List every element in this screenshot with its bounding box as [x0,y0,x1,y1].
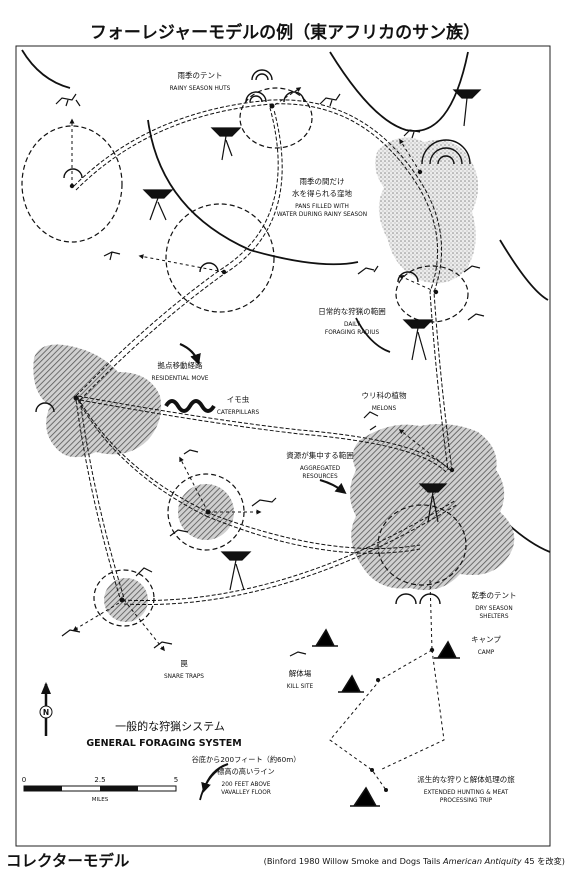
camp-points [69,103,455,792]
label-melons-ja: ウリ科の植物 [362,390,407,400]
label-melons-en: MELONS [372,406,397,412]
label-daily-en-2: FORAGING RADIUS [325,330,380,336]
label-extended-en-1: EXTENDED HUNTING & MEAT [424,790,509,796]
label-extended-en-2: PROCESSING TRIP [440,798,493,804]
arrow-contour [201,763,229,793]
label-residential-en: RESIDENTIAL MOVE [152,376,209,382]
residential-moves [73,99,459,606]
label-rainy-ja: 雨季のテント [178,70,223,80]
label-snare-ja: 罠 [180,659,188,668]
system-title-en: GENERAL FORAGING SYSTEM [86,738,241,749]
scale-unit: MILES [92,797,109,803]
label-camp-en: CAMP [478,650,495,656]
water-pans [375,137,479,284]
label-kill-en: KILL SITE [287,684,314,690]
resource-area-west [33,344,162,458]
label-dry-ja: 乾季のテント [472,590,517,600]
label-contour-en-2: VAVALLEY FLOOR [221,790,271,796]
label-dry-en-1: DRY SEASON [475,606,512,612]
arrow-residential [179,342,201,366]
label-snare-en: SNARE TRAPS [164,674,204,680]
citation-journal: American Antiquity [442,856,522,866]
label-aggregated-en-1: AGGREGATED [300,466,341,472]
label-camp-ja: キャンプ [471,635,501,644]
page-title: フォーレジャーモデルの例（東アフリカのサン族） [90,22,480,43]
label-extended-ja: 派生的な狩りと解体処理の旅 [417,774,515,784]
label-daily-en-1: DAILY [344,322,360,328]
arrow-aggregated [319,478,347,495]
label-pans-ja-2: 水を得られる窪地 [292,188,352,198]
scale-tick-0: 0 [22,776,26,784]
label-contour-en-1: 200 FEET ABOVE [222,782,271,788]
scale-tick-1: 2.5 [94,776,105,784]
label-contour-ja-1: 谷底から200フィート（約60m） [192,755,301,764]
label-rainy-en: RAINY SEASON HUTS [170,86,231,92]
label-contour-ja-2: 標高の高いライン [217,767,275,776]
label-dry-en-2: SHELTERS [479,614,508,620]
label-residential-ja: 拠点移動経路 [158,360,203,370]
label-pans-en-2: WATER DURING RAINY SEASON [277,212,367,218]
animal-icon [55,93,485,657]
system-title-ja: 一般的な狩猟システム [115,719,225,733]
label-daily-ja: 日常的な狩猟の範囲 [318,306,386,316]
label-pans-ja-1: 雨季の間だけ [300,176,345,186]
annotation-labels: 雨季のテント RAINY SEASON HUTS 雨季の間だけ 水を得られる窪地… [86,70,516,804]
resource-area-east [350,424,515,591]
citation-prefix: (Binford 1980 Willow Smoke and Dogs Tail… [264,856,443,866]
label-caterpillars-en: CATERPILLARS [217,410,260,416]
label-aggregated-ja: 資源が集中する範囲 [286,450,354,460]
caterpillar-icon [164,399,216,413]
hut-icon [35,69,471,605]
label-caterpillars-ja: イモ虫 [227,394,250,404]
label-pans-en-1: PANS FILLED WITH [295,204,349,210]
north-arrow: N [39,682,53,736]
resource-patch-southwest [104,578,148,622]
footer-title: コレクターモデル [6,851,130,870]
campfire-icon [312,628,460,807]
citation-suffix: 45 を改変) [522,856,565,866]
scale-bar: 0 2.5 5 MILES [22,776,178,803]
north-letter: N [43,708,49,717]
label-kill-ja: 解体場 [289,668,312,678]
foraging-paths [69,87,449,791]
footer-citation: (Binford 1980 Willow Smoke and Dogs Tail… [264,856,565,866]
forager-icon [142,89,482,591]
label-aggregated-en-2: RESOURCES [302,474,338,480]
scale-tick-2: 5 [174,776,178,784]
